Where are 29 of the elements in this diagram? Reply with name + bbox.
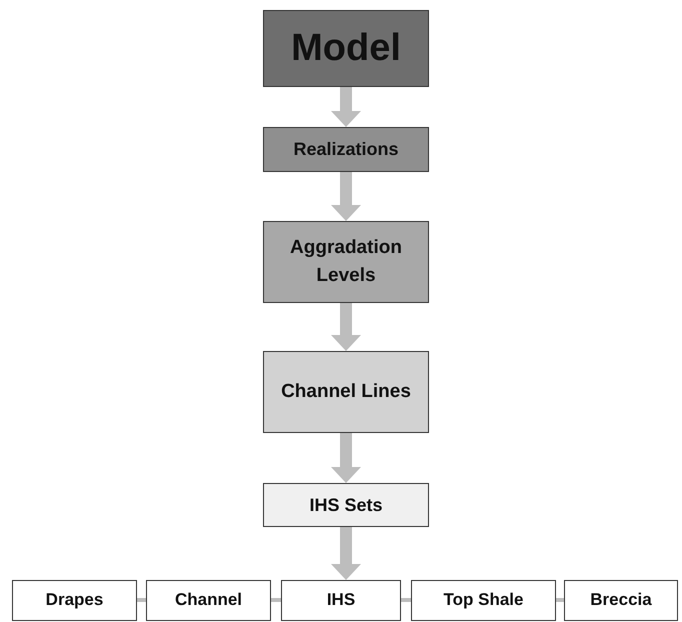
arrow bbox=[331, 303, 361, 351]
process-box bbox=[146, 580, 271, 621]
box-label: Channel bbox=[174, 589, 242, 612]
process-box bbox=[263, 483, 429, 527]
process-box bbox=[281, 580, 401, 621]
connector-line bbox=[401, 598, 411, 602]
connector-line bbox=[271, 598, 281, 602]
box-label: Realizations bbox=[293, 138, 399, 162]
process-box bbox=[411, 580, 556, 621]
box-label: IHS Sets bbox=[309, 494, 383, 517]
box-label: Breccia bbox=[590, 589, 652, 612]
process-box bbox=[263, 10, 429, 87]
process-box bbox=[263, 351, 429, 433]
process-box bbox=[564, 580, 678, 621]
arrow bbox=[331, 433, 361, 483]
box-label: Channel Lines bbox=[281, 380, 411, 404]
box-label: Model bbox=[291, 26, 401, 71]
arrow bbox=[331, 87, 361, 127]
process-box bbox=[12, 580, 137, 621]
process-box bbox=[263, 127, 429, 172]
connector-line bbox=[137, 598, 146, 602]
box-label: Drapes bbox=[46, 589, 104, 612]
arrow bbox=[331, 172, 361, 221]
box-label: IHS bbox=[326, 589, 356, 612]
box-label: Top Shale bbox=[444, 589, 524, 612]
box-label: Aggradation Levels bbox=[289, 236, 403, 288]
process-box bbox=[263, 221, 429, 303]
connector-line bbox=[556, 598, 564, 602]
arrow bbox=[331, 527, 361, 580]
